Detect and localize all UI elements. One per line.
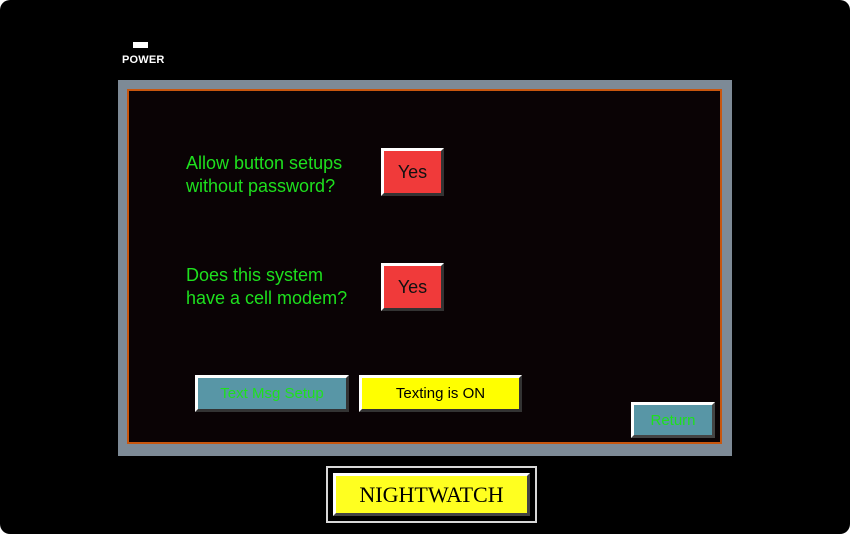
- nightwatch-logo-frame: NIGHTWATCH: [326, 466, 537, 523]
- password-yes-button[interactable]: Yes: [381, 148, 444, 196]
- return-button[interactable]: Return: [631, 402, 715, 438]
- power-led-icon: [133, 42, 148, 48]
- power-label: POWER: [122, 54, 165, 66]
- modem-question: Does this system have a cell modem?: [186, 265, 348, 308]
- password-question: Allow button setups without password?: [186, 153, 343, 196]
- nightwatch-logo: NIGHTWATCH: [333, 473, 530, 516]
- texting-status-indicator: Texting is ON: [359, 375, 522, 412]
- text-msg-setup-button[interactable]: Text Msg Setup: [195, 375, 349, 412]
- modem-yes-button[interactable]: Yes: [381, 263, 444, 311]
